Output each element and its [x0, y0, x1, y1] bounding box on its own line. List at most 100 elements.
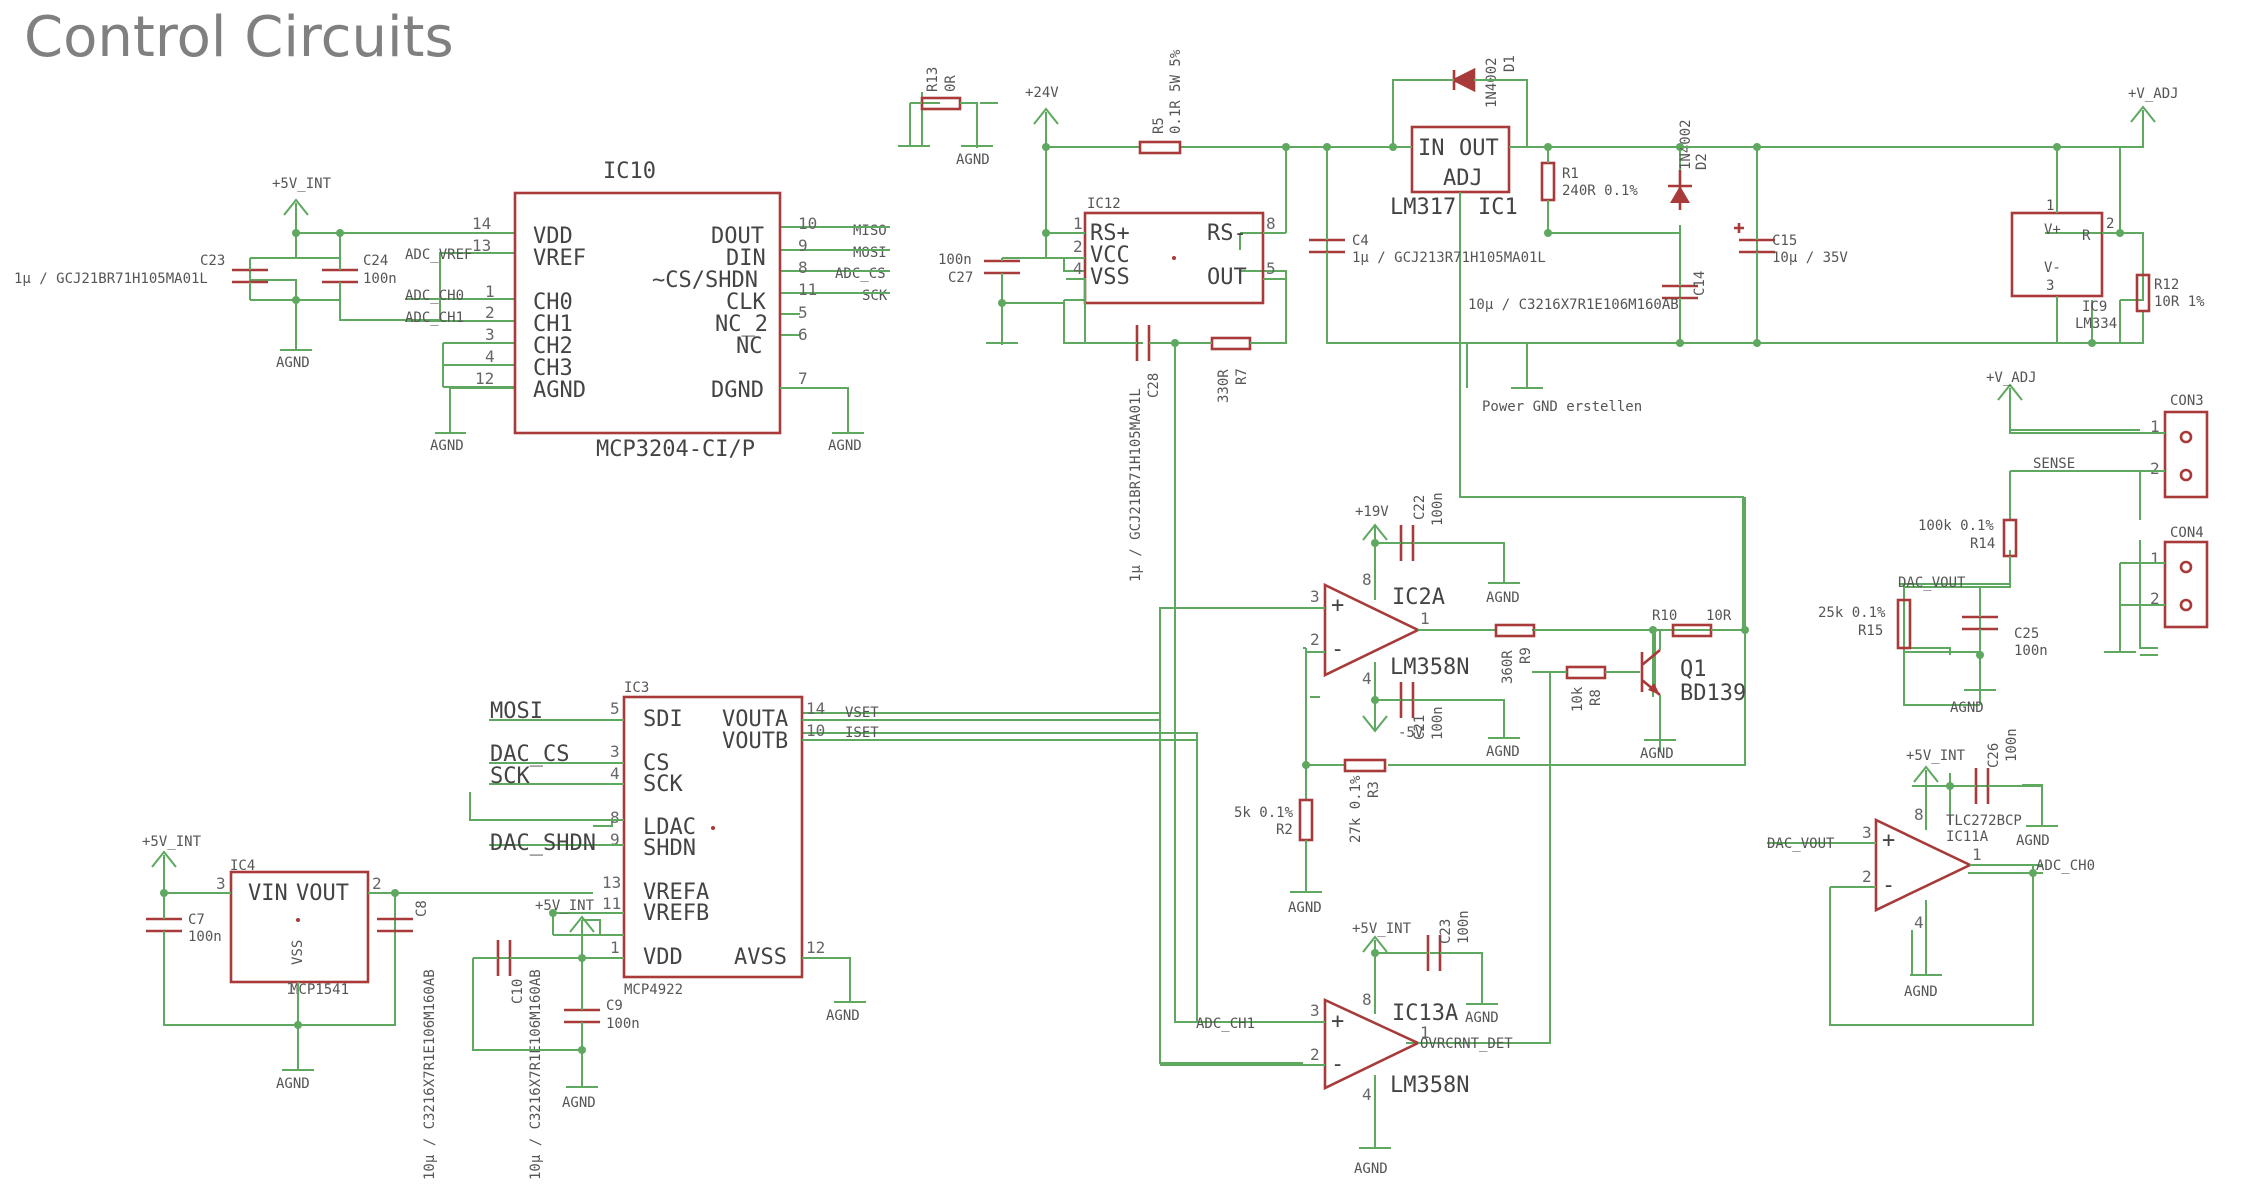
- ic9-pin: 2: [2106, 216, 2114, 232]
- ic12-pin-label: RS+: [1090, 221, 1130, 246]
- ic10-pin-number: 12: [475, 369, 494, 388]
- ic3-pin-label: VOUTA: [722, 707, 788, 732]
- ic12-pin-number: 2: [1073, 237, 1083, 256]
- capacitor-c8[interactable]: C8 10µ / C3216X7R1E106M160AB: [377, 900, 438, 1180]
- transistor-q1[interactable]: Q1 BD139: [1640, 649, 1746, 706]
- ic1-name: IC1: [1478, 195, 1518, 220]
- ic3-value: MCP4922: [624, 982, 683, 998]
- opamp-minus: -: [1331, 637, 1344, 662]
- connector-con3[interactable]: CON3 1 2: [2150, 393, 2209, 499]
- resistor-r7[interactable]: 330R R7: [1175, 336, 1286, 403]
- capacitor-c24[interactable]: C24 100n: [322, 253, 397, 300]
- supply-label: +5V_INT: [1352, 921, 1412, 937]
- resistor-r13[interactable]: R13 0R: [898, 67, 978, 147]
- opamp-ic2a[interactable]: + - IC2A LM358N 3 2 1 8 4: [1310, 570, 1469, 688]
- capacitor-c22[interactable]: C22 100n: [1375, 492, 1505, 583]
- r2-value: 5k 0.1%: [1234, 805, 1294, 821]
- ic9-lm334[interactable]: V+ V- R 1 3 2 IC9 LM334: [2010, 198, 2117, 332]
- resistor-r8[interactable]: 10k R8: [1565, 665, 1607, 712]
- opamp-ic13a[interactable]: + - IC13A LM358N 3 2 1 8 4: [1310, 990, 1469, 1104]
- r1-value: 240R 0.1%: [1562, 183, 1638, 199]
- ic10-pin-label: DGND: [711, 378, 764, 403]
- opamp-pin: 1: [1420, 609, 1430, 628]
- resistor-r12[interactable]: R12 10R 1%: [2135, 273, 2205, 313]
- ic10-name: IC10: [603, 159, 656, 184]
- ic10-mcp3204[interactable]: IC10 MCP3204-CI/P VDD VREF CH0 CH1 CH2 C…: [472, 159, 849, 462]
- capacitor-c15[interactable]: C15 10µ / 35V: [1734, 147, 1848, 343]
- c25-value: 100n: [2014, 643, 2048, 659]
- ic4-mcp1541[interactable]: IC4 VIN VOUT VSS MCP1541 3 2 1: [216, 858, 382, 998]
- capacitor-c21[interactable]: C21 100n: [1375, 682, 1505, 740]
- ic3-pin-number: 1: [610, 938, 620, 957]
- diode-d2[interactable]: 1N4002 D2: [1668, 119, 1710, 210]
- d2-name: D2: [1694, 153, 1710, 170]
- capacitor-c9[interactable]: C9 100n: [472, 958, 640, 1087]
- agnd-symbol: AGND: [2016, 825, 2058, 849]
- agnd-label: AGND: [2016, 833, 2050, 849]
- r13-value: 0R: [943, 75, 959, 92]
- ic9-pin: 3: [2046, 278, 2054, 294]
- resistor-r15[interactable]: 25k 0.1% R15: [1818, 598, 1912, 650]
- capacitor-c23[interactable]: C23 1µ / GCJ21BR71H105MA01L: [14, 253, 268, 300]
- resistor-r2[interactable]: 5k 0.1% R2: [1234, 798, 1314, 842]
- capacitor-c4[interactable]: C4 1µ / GCJ213R71H105MA01L: [1309, 147, 1546, 343]
- sheet-title: Control Circuits: [24, 5, 454, 70]
- agnd-symbol: AGND: [1354, 1147, 1391, 1177]
- capacitor-c28[interactable]: C28 1µ / GCJ21BR71H105MA01L: [1066, 325, 1175, 582]
- ic1-out: OUT: [1459, 136, 1499, 161]
- resistor-r9[interactable]: 360R R9: [1494, 623, 1536, 684]
- opamp-minus: -: [1882, 873, 1895, 898]
- d1-name: D1: [1502, 55, 1518, 72]
- c15-value: 10µ / 35V: [1772, 250, 1848, 266]
- c21-value: 100n: [1430, 706, 1446, 740]
- resistor-r5[interactable]: R5 0.1R 5W 5%: [1138, 49, 1184, 155]
- supply-label: +24V: [1025, 85, 1059, 101]
- r10-value: 10R: [1706, 608, 1732, 624]
- c27-value: 100n: [938, 252, 972, 268]
- opamp-plus: +: [1331, 593, 1344, 618]
- capacitor-c26[interactable]: C26 100n: [1926, 728, 2043, 826]
- supply-5v-ic11: +5V_INT: [1906, 748, 1966, 786]
- net-label-dac-vout-b: DAC_VOUT: [1767, 836, 1835, 852]
- r7-value: 330R: [1216, 369, 1232, 403]
- ic1-lm317[interactable]: IN OUT ADJ LM317 IC1: [1390, 125, 1518, 220]
- opamp-plus: +: [1882, 828, 1895, 853]
- agnd-symbol: AGND: [562, 1086, 598, 1111]
- diode-d1[interactable]: 1N4002 D1: [1451, 55, 1518, 108]
- capacitor-c25[interactable]: C25 100n: [1962, 587, 2048, 659]
- capacitor-c10[interactable]: C10 10µ / C3216X7R1E106M160AB: [473, 940, 553, 1180]
- net-label-sck-big: SCK: [490, 764, 530, 789]
- opamp-minus: -: [1331, 1052, 1344, 1077]
- agnd-label: AGND: [430, 438, 464, 454]
- ic10-pin-number: 5: [798, 303, 808, 322]
- supply-label: +19V: [1355, 504, 1389, 520]
- connector-con4[interactable]: CON4 1 2: [2150, 525, 2209, 629]
- agnd-symbol: AGND: [430, 387, 466, 454]
- capacitor-c14[interactable]: C14 10µ / C3216X7R1E106M160AB: [1468, 233, 1708, 343]
- resistor-r14[interactable]: 100k 0.1% R14: [1918, 518, 2018, 558]
- c15-name: C15: [1772, 233, 1797, 249]
- ic10-pin-label: DIN: [726, 246, 766, 271]
- ic1-value: LM317: [1390, 195, 1456, 220]
- resistor-r1[interactable]: R1 240R 0.1%: [1540, 147, 1638, 233]
- capacitor-c27[interactable]: 100n C27: [938, 252, 1020, 300]
- ic10-pin-label: CLK: [726, 290, 766, 315]
- con-pin: 1: [2150, 549, 2160, 568]
- resistor-r10[interactable]: R10 10R: [1652, 608, 1732, 638]
- agnd-label: AGND: [826, 1008, 860, 1024]
- c23-value: 1µ / GCJ21BR71H105MA01L: [14, 271, 208, 287]
- opamp-ic11a[interactable]: + - TLC272BCP IC11A 3 2 1 8 4: [1862, 805, 2022, 932]
- ic12-pin-number: 4: [1073, 259, 1083, 278]
- ic3-mcp4922[interactable]: IC3 MCP4922 SDI CS SCK LDAC SHDN VREFA V…: [602, 680, 825, 998]
- c14-value: 10µ / C3216X7R1E106M160AB: [1468, 297, 1679, 313]
- c26-name: C26: [1986, 743, 2002, 768]
- capacitor-c23b[interactable]: C23 100n: [1375, 910, 1483, 1004]
- capacitor-c7[interactable]: C7 100n: [146, 893, 396, 1026]
- opamp-pin: 4: [1914, 913, 1924, 932]
- c25-name: C25: [2014, 626, 2039, 642]
- ic9-name: IC9: [2082, 299, 2107, 315]
- ic12-current-sense[interactable]: IC12 RS+ VCC VSS RS- OUT 1 2 4 8 5: [1073, 196, 1276, 305]
- ic2-name: IC2A: [1392, 585, 1445, 610]
- resistor-r3[interactable]: 27k 0.1% R3: [1343, 758, 1387, 843]
- ic10-pin-label: VDD: [533, 224, 573, 249]
